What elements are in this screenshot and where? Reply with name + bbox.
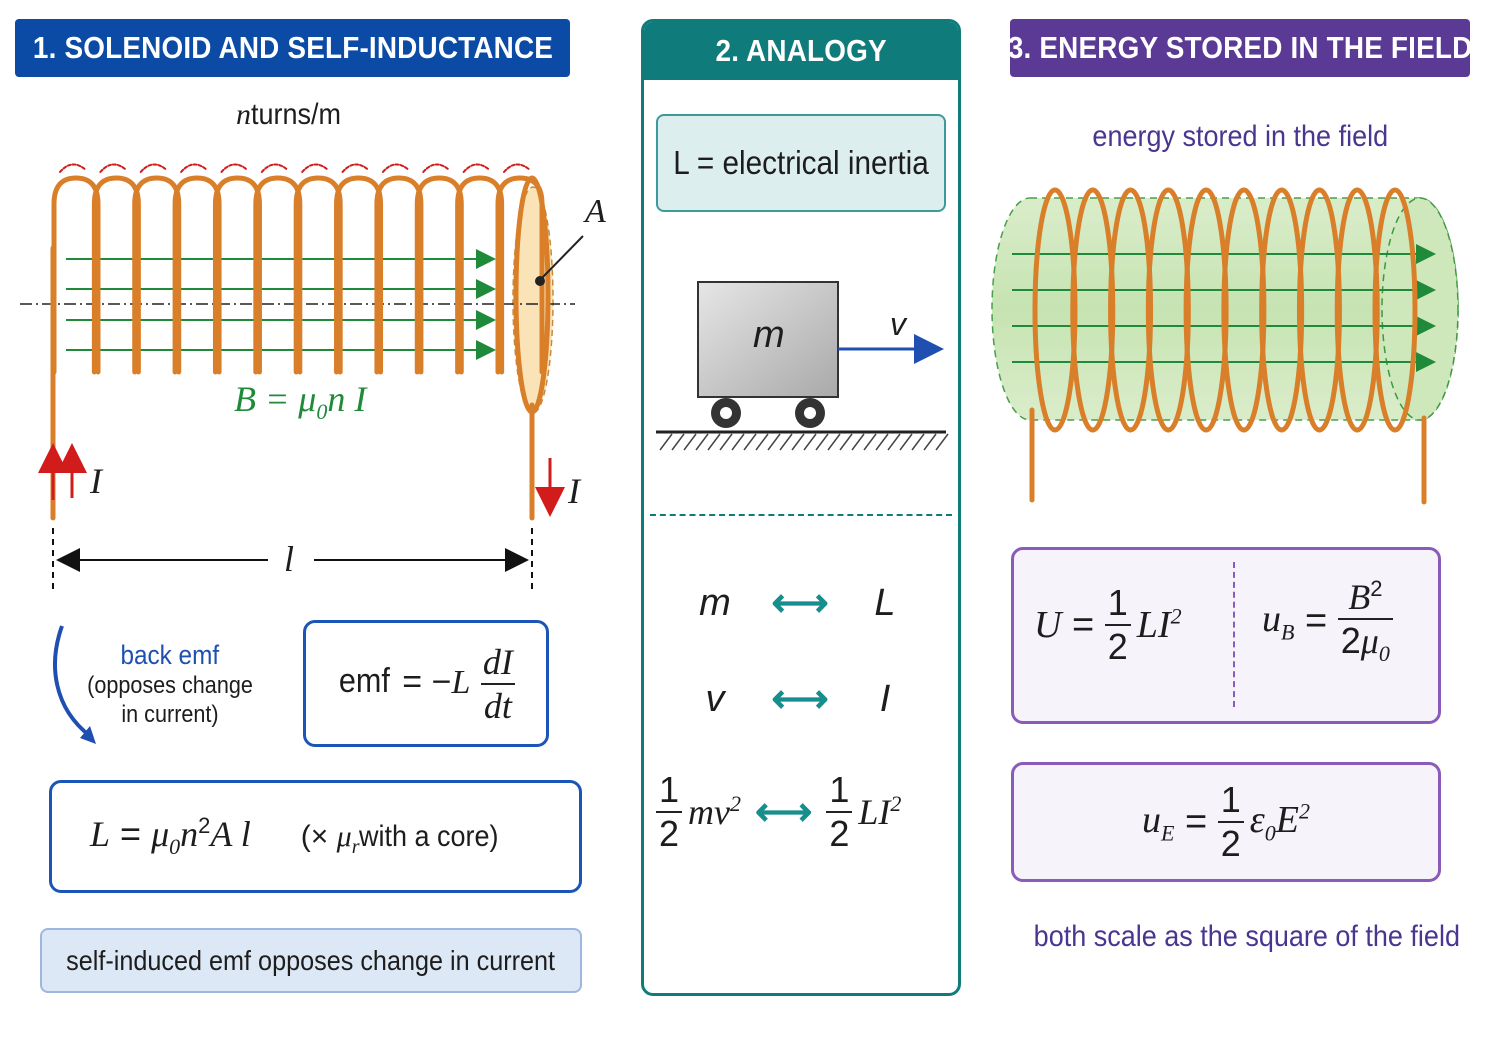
energy-equations-box [1011, 547, 1441, 724]
energy-solenoid-coils [1032, 187, 1418, 433]
coil-turn [414, 175, 464, 375]
current-label-right: I [568, 471, 580, 511]
length-label: l [284, 539, 295, 579]
coil-turn [91, 175, 141, 375]
coil-turn [132, 175, 182, 375]
mass-block [697, 281, 839, 398]
analogy-row: v ⟷ I [690, 676, 910, 722]
area-pointer [539, 235, 584, 281]
analogy-left: m [699, 581, 731, 624]
coil-turn [1372, 187, 1418, 433]
coil-turn [253, 175, 303, 375]
current-direction-arc [301, 163, 330, 173]
current-direction-arc [220, 163, 249, 173]
double-arrow-icon: ⟷ [771, 677, 829, 721]
current-direction-arc [381, 163, 410, 173]
panel3-caption: energy stored in the field [1092, 120, 1388, 153]
solenoid-diagram [20, 163, 584, 590]
cart-diagram [656, 281, 949, 451]
analogy-right: I [879, 677, 891, 720]
coil-turn [334, 175, 384, 375]
bottom-note: self-induced emf opposes change in curre… [66, 944, 556, 976]
energy-box-divider [1233, 562, 1235, 707]
uB-equation: uB = B2 2μ0 [1262, 578, 1393, 665]
cylinder-end [1381, 197, 1459, 421]
current-direction-arc [462, 163, 491, 173]
coil-turn [212, 175, 262, 375]
panel2-header: 2. ANALOGY [644, 22, 958, 80]
current-direction-arc [260, 163, 289, 173]
coil-turn [455, 175, 505, 375]
current-direction-arc [180, 163, 209, 173]
coil-turn [293, 175, 343, 375]
current-direction-arc [139, 163, 168, 173]
panel2-frame: 2. ANALOGY [641, 19, 961, 996]
panel1-header: 1. SOLENOID AND SELF-INDUCTANCE [15, 19, 570, 77]
current-direction-arc [99, 163, 128, 173]
analogy-divider [650, 514, 952, 516]
analogy-row: m ⟷ L [690, 580, 910, 626]
analogy-right: L [874, 581, 896, 624]
panel3-header: 3. ENERGY STORED IN THE FIELD [1008, 19, 1472, 77]
inertia-box: L = electrical inertia [656, 114, 946, 212]
emf-equation-box: emf = −L dI dt [303, 620, 549, 747]
ground-hatch [659, 433, 949, 451]
coil-turn [172, 175, 222, 375]
bottom-note-box: self-induced emf opposes change in curre… [40, 928, 582, 993]
coil-turn [374, 175, 424, 375]
solenoid-coils [51, 163, 551, 415]
area-dot [535, 276, 545, 286]
energy-solenoid-diagram [991, 187, 1459, 505]
mass-label: m [753, 314, 785, 356]
double-arrow-icon: ⟷ [771, 581, 829, 625]
back-emf-title: back emf [120, 640, 220, 670]
area-label: A [585, 193, 606, 230]
coil-turn [51, 175, 101, 375]
current-label-left: I [90, 461, 102, 501]
turns-label: n turns/m [236, 98, 342, 131]
double-arrow-icon: ⟷ [755, 790, 813, 834]
analogy-left: v [705, 677, 725, 720]
back-emf-arrow [53, 625, 96, 744]
velocity-label: v [890, 306, 906, 342]
current-direction-arc [503, 163, 531, 173]
current-direction-arc [341, 163, 370, 173]
cart-wheels [711, 398, 825, 428]
inductance-equation-box: L = μ0n2A l (× μr with a core) [49, 780, 582, 893]
current-direction-arc [59, 163, 87, 173]
back-emf-note: (opposes change in current) [87, 672, 253, 728]
panel3-footer: both scale as the square of the field [1033, 920, 1460, 953]
inertia-label: L = electrical inertia [673, 144, 929, 181]
field-equation: B = μ0n I [234, 379, 367, 425]
back-emf-text: back emf (opposes change in current) [70, 640, 270, 729]
panel1-header-text: 1. SOLENOID AND SELF-INDUCTANCE [32, 30, 553, 65]
current-direction-arc [422, 163, 451, 173]
